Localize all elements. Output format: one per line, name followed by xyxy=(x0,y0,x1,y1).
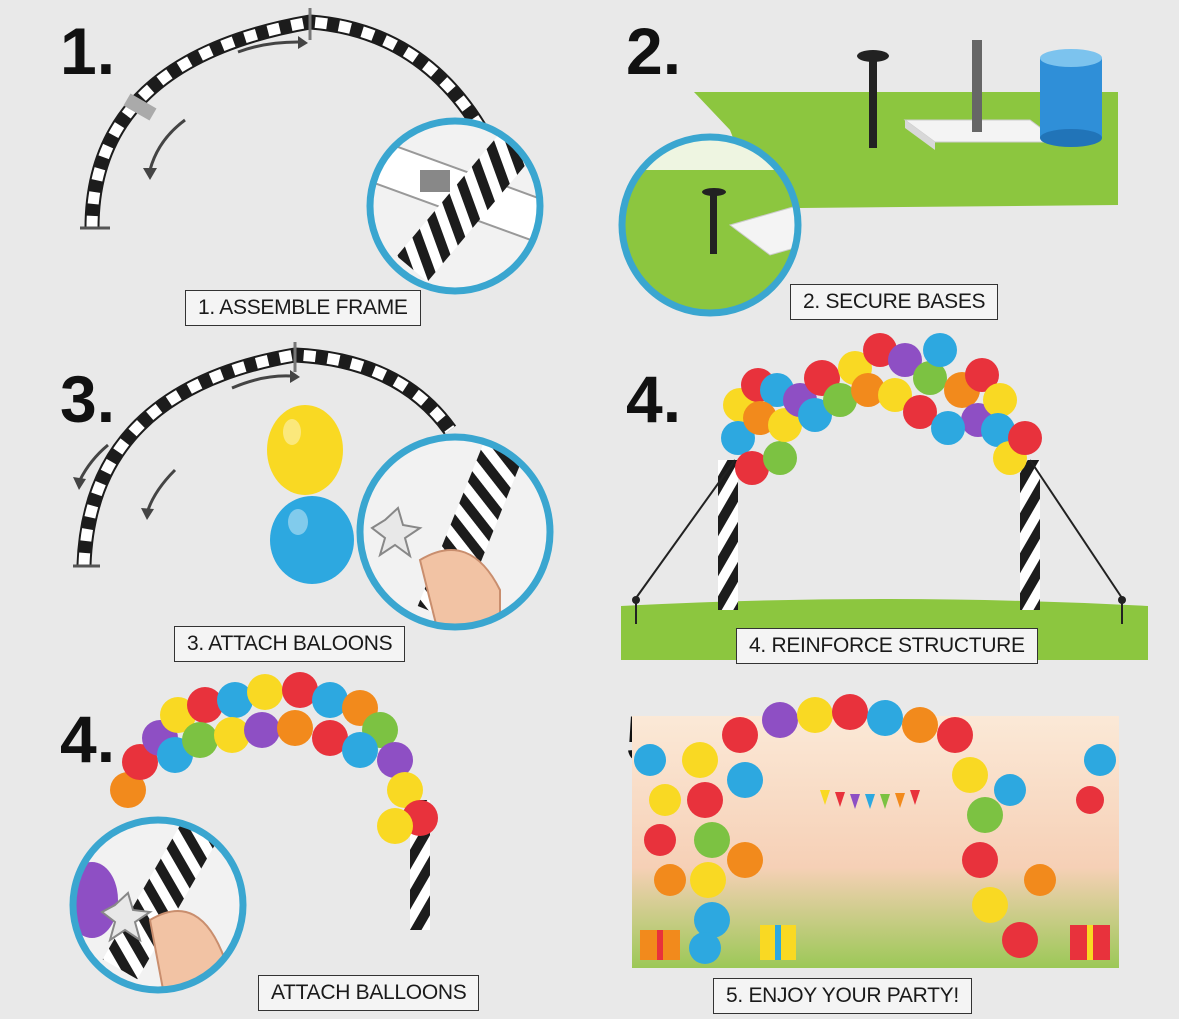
panel-5-party-scene xyxy=(632,694,1119,968)
step-4-number: 4. xyxy=(626,362,682,436)
step-1-caption: 1. ASSEMBLE FRAME xyxy=(185,290,421,326)
step-1-number: 1. xyxy=(60,14,116,88)
bunting-decoration xyxy=(820,790,920,809)
ground-stake-icon xyxy=(1118,596,1126,624)
step-2-number: 2. xyxy=(626,14,682,88)
arrow-icon xyxy=(237,40,299,54)
balloon-arch xyxy=(110,672,438,844)
arrow-icon xyxy=(146,468,177,511)
ground-stake-icon xyxy=(632,596,640,624)
arrow-icon xyxy=(231,374,291,390)
panel-3-attach-baloons xyxy=(73,342,554,631)
ground-stake-icon xyxy=(857,50,889,148)
water-tank-icon xyxy=(1040,49,1102,147)
step-3-caption: 3. ATTACH BALOONS xyxy=(174,626,406,662)
panel-2-secure-bases xyxy=(618,40,1118,317)
panel-4b-attach-balloons xyxy=(69,672,438,994)
connector-icon xyxy=(123,93,157,121)
arrow-icon xyxy=(78,443,109,481)
balloon-icon xyxy=(267,405,343,495)
detail-circle xyxy=(69,816,247,994)
step-4b-caption: ATTACH BALLOONS xyxy=(258,975,480,1011)
balloon-icon xyxy=(270,496,354,584)
detail-circle xyxy=(366,117,544,295)
balloon-arch xyxy=(721,333,1042,485)
step-4-caption: 4. REINFORCE STRUCTURE xyxy=(736,628,1038,664)
arrow-icon xyxy=(148,118,186,171)
step-3-number: 3. xyxy=(60,362,116,436)
detail-circle xyxy=(356,433,554,631)
balloon-arch xyxy=(634,694,1116,964)
panel-4-reinforce-structure xyxy=(621,333,1148,660)
panel-1-assemble-frame xyxy=(80,8,544,295)
step-5-caption: 5. ENJOY YOUR PARTY! xyxy=(713,978,972,1014)
detail-circle xyxy=(618,133,802,317)
step-2-caption: 2. SECURE BASES xyxy=(790,284,999,320)
step-4b-number: 4. xyxy=(60,702,116,776)
gift-box-icon xyxy=(640,925,1110,960)
